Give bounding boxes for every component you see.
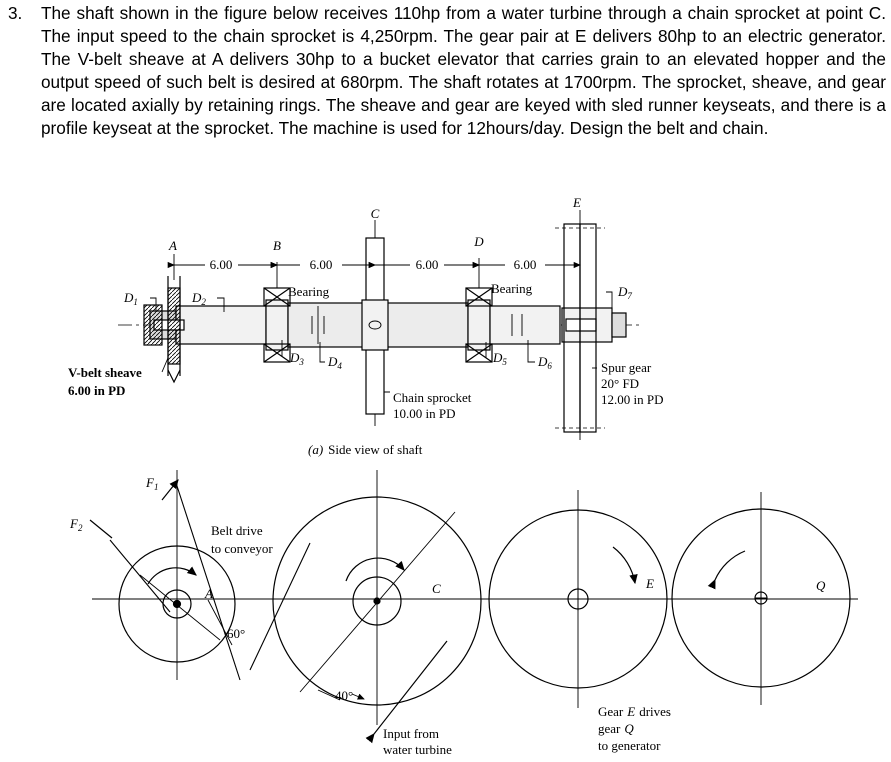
diameter-D3: D3 — [289, 350, 304, 367]
end-point-C: C — [432, 581, 441, 596]
diameter-D4: D4 — [327, 354, 342, 371]
point-label-D: D — [473, 234, 484, 249]
dimension-DE: 6.00 — [514, 257, 537, 272]
sheave-label-line1: V-belt sheave — [68, 365, 142, 380]
dimension-line — [167, 254, 581, 280]
sprocket-C — [361, 220, 389, 426]
shaft-body — [149, 299, 627, 351]
diameter-D2: D2 — [191, 290, 206, 307]
end-view — [89, 470, 858, 744]
bearing-D — [465, 258, 493, 363]
point-label-C: C — [371, 206, 380, 221]
end-view-labels: F1 F2 Belt drive to conveyor A 60° C 40°… — [69, 475, 826, 757]
dimension-CD: 6.00 — [416, 257, 439, 272]
bearing-label-left: Bearing — [288, 284, 330, 299]
dimension-AB: 6.00 — [210, 257, 233, 272]
sheave-label-line2: 6.00 in PD — [68, 383, 125, 398]
sprocket-label-line2: 10.00 in PD — [393, 406, 455, 421]
gear-Q-end — [671, 492, 851, 705]
sheave-A — [143, 276, 181, 384]
side-view-labels: A B C D E 6.00 6.00 6.00 6.00 Bearing Be… — [68, 195, 663, 457]
belt-drive-label-line1: Belt drive — [211, 523, 263, 538]
belt-angle-label: 60° — [227, 626, 245, 641]
end-point-E: E — [645, 576, 654, 591]
problem-statement: 3. The shaft shown in the figure below r… — [8, 2, 886, 140]
input-label-line1: Input from — [383, 726, 439, 741]
problem-number: 3. — [8, 3, 23, 23]
sprocket-label-line1: Chain sprocket — [393, 390, 472, 405]
chain-angle-label: 40° — [335, 688, 353, 703]
force-F2-arrow — [89, 519, 113, 539]
side-view — [118, 210, 640, 440]
dimension-BC: 6.00 — [310, 257, 333, 272]
point-label-E: E — [572, 195, 581, 210]
side-view-caption: (a)Side view of shaft — [308, 442, 423, 457]
bearing-label-right: Bearing — [491, 281, 533, 296]
point-label-B: B — [273, 238, 281, 253]
diameter-leaders — [150, 291, 613, 393]
belt-drive-label-line2: to conveyor — [211, 541, 273, 556]
bearing-B — [263, 262, 291, 363]
diameter-D6: D6 — [537, 354, 552, 371]
end-point-Q: Q — [816, 578, 826, 593]
sheave-A-end — [109, 470, 311, 681]
gear-E — [555, 210, 605, 440]
force-label-F1: F1 — [145, 475, 158, 492]
gear-E-end — [488, 490, 668, 708]
point-label-A: A — [168, 238, 177, 253]
gear-label-line2: 20° FD — [601, 376, 639, 391]
problem-text: The shaft shown in the figure below rece… — [41, 3, 886, 138]
gear-label-line1: Spur gear — [601, 360, 652, 375]
diameter-D7: D7 — [617, 284, 632, 301]
sprocket-C-end — [272, 470, 482, 744]
gear-label-line3: 12.00 in PD — [601, 392, 663, 407]
end-point-A: A — [204, 586, 213, 601]
input-label-line2: water turbine — [383, 742, 452, 757]
diameter-D5: D5 — [492, 350, 507, 367]
diameter-D1: D1 — [123, 290, 138, 307]
force-F1-arrow — [161, 479, 179, 501]
force-label-F2: F2 — [69, 516, 83, 533]
gear-note-line3: to generator — [598, 738, 661, 753]
